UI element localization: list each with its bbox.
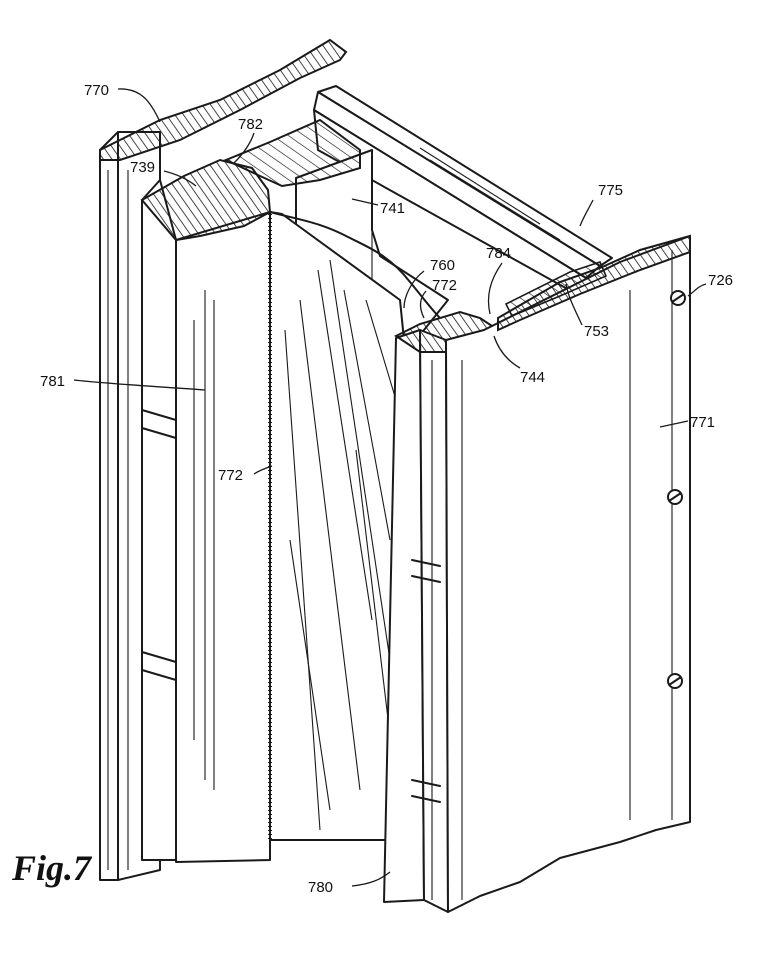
ref-784: 784 — [486, 245, 511, 262]
left-frame-781 — [140, 118, 361, 863]
ref-739: 739 — [130, 159, 155, 176]
ref-741: 741 — [380, 200, 405, 217]
ref-780: 780 — [308, 879, 333, 896]
screw-head-lower — [667, 489, 683, 505]
ref-770: 770 — [84, 82, 109, 99]
right-post-771 — [445, 234, 691, 913]
glass-reflection-lines — [284, 259, 403, 831]
figure-label: Fig.7 — [11, 848, 93, 888]
glass-pane — [268, 211, 441, 841]
ref-771: 771 — [690, 414, 715, 431]
top-rail-775 — [313, 85, 613, 297]
ref-753: 753 — [584, 323, 609, 340]
reference-numerals: 770 782 739 741 775 760 772 784 726 753 … — [40, 82, 733, 896]
ref-775: 775 — [598, 182, 623, 199]
ref-760: 760 — [430, 257, 455, 274]
leader-lines — [73, 88, 707, 887]
ref-781: 781 — [40, 373, 65, 390]
ref-726: 726 — [708, 272, 733, 289]
screw-head-726 — [670, 290, 686, 306]
ref-772-top: 772 — [432, 277, 457, 294]
ref-782: 782 — [238, 116, 263, 133]
ref-744: 744 — [520, 369, 545, 386]
ref-772-bottom: 772 — [218, 467, 243, 484]
screw-head-bottom — [667, 673, 683, 689]
